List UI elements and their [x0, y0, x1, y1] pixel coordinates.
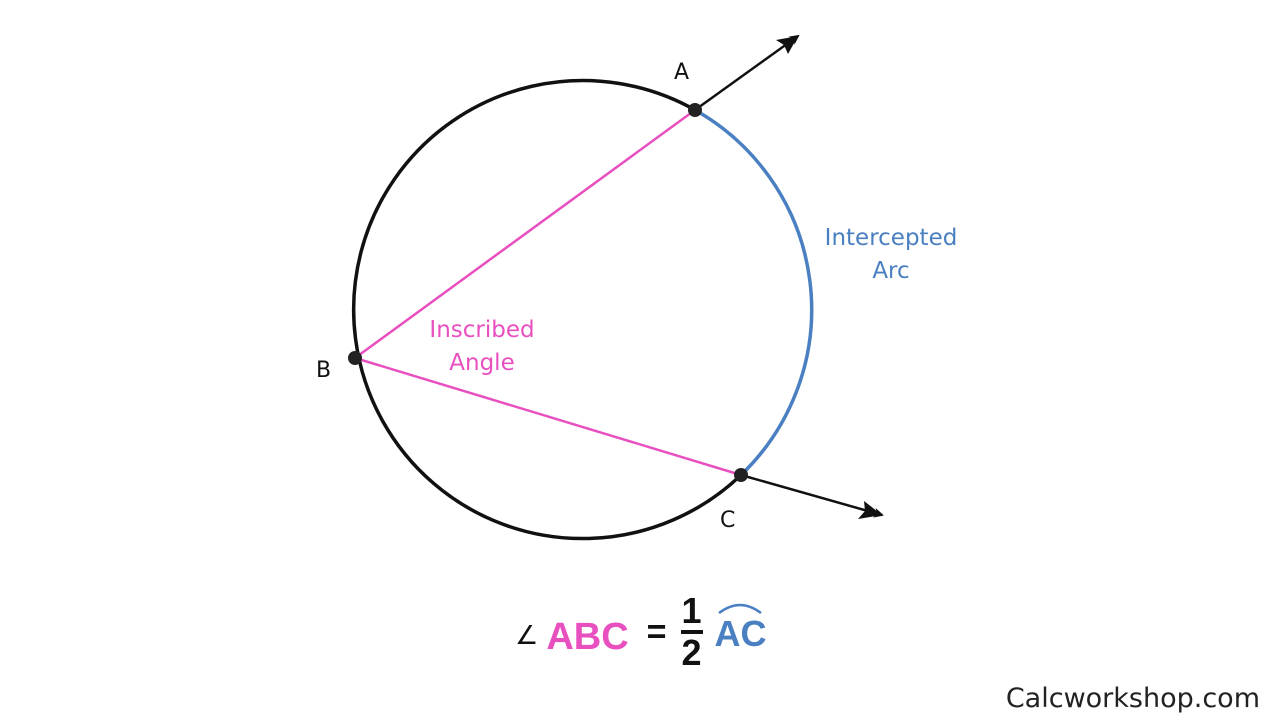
fraction-one-half: 1 2 [680, 590, 703, 673]
chord-bc [354, 356, 742, 477]
intercepted-arc-line1: Intercepted [824, 225, 958, 251]
point-c [734, 468, 748, 482]
point-b [348, 351, 362, 365]
ray-a [694, 34, 800, 112]
angle-symbol: ∠ [515, 619, 539, 650]
inscribed-angle-line2: Angle [449, 350, 515, 376]
label-c: C [720, 508, 736, 533]
angle-name: ABC [546, 615, 629, 658]
label-b: B [316, 358, 332, 383]
fraction-bar [680, 630, 703, 634]
arc-name: AC [714, 603, 767, 655]
ray-c [740, 473, 884, 518]
arrowhead-a [776, 36, 798, 54]
intercepted-arc-label: Intercepted Arc [818, 222, 964, 288]
label-a: A [674, 60, 690, 85]
denominator: 2 [681, 632, 702, 673]
inscribed-angle-label: Inscribed Angle [418, 314, 546, 380]
point-a [688, 103, 702, 117]
equals-sign: = [646, 612, 667, 651]
numerator: 1 [681, 590, 702, 631]
circle-major-arc [351, 78, 743, 541]
inscribed-angle-formula: ∠ ABC = 1 2 AC [515, 592, 767, 672]
inscribed-angle-line1: Inscribed [429, 317, 535, 343]
arrowhead-c [858, 501, 882, 519]
intercepted-arc-line2: Arc [872, 258, 910, 284]
chord-ba [354, 108, 696, 360]
intercepted-arc [694, 108, 814, 477]
arc-name-text: AC [714, 613, 767, 654]
watermark: Calcworkshop.com [1005, 683, 1260, 714]
arc-overline-icon [717, 603, 762, 615]
